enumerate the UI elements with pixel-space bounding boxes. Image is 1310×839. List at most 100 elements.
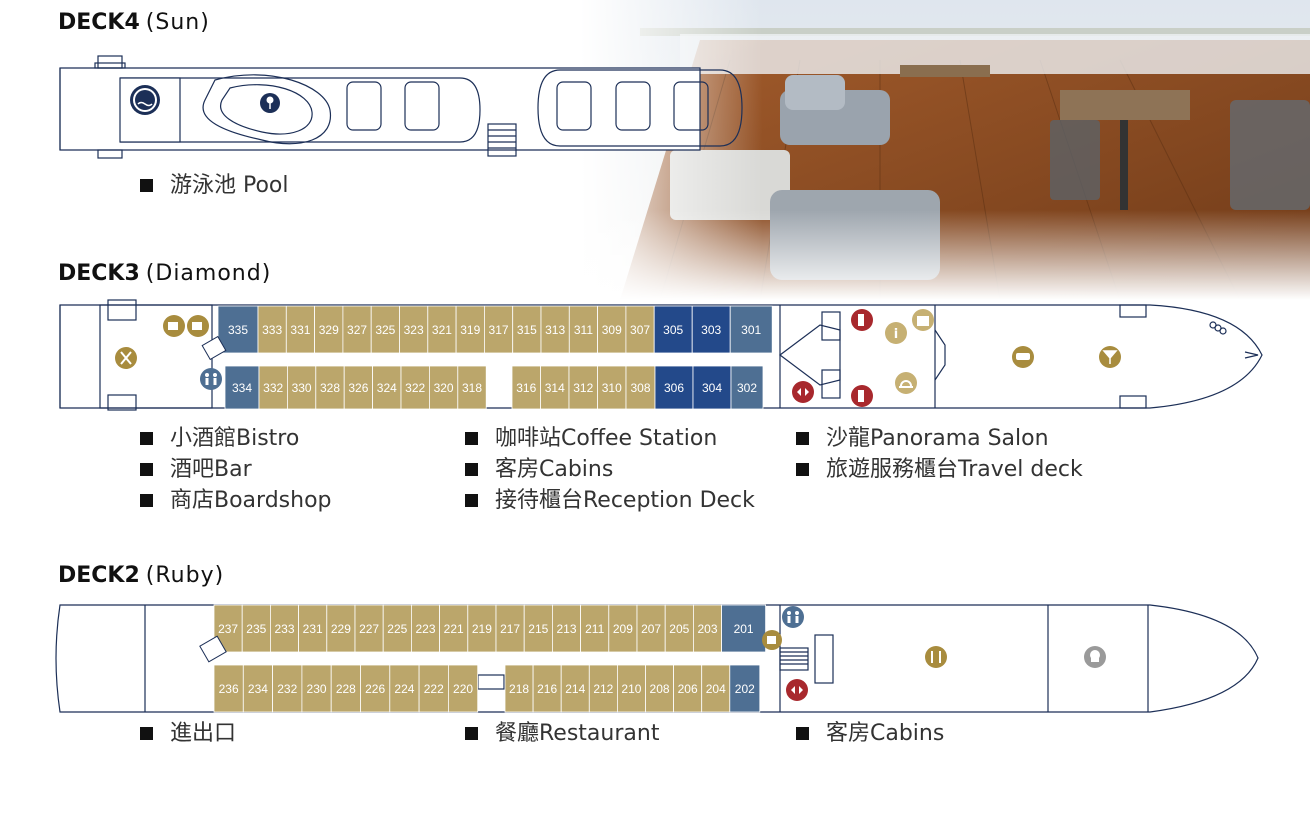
cabin-number: 319 (460, 323, 480, 337)
stairs-deck2 (199, 635, 227, 663)
cabin-cell (701, 664, 731, 713)
cabin-number: 305 (663, 323, 683, 337)
cabin-number: 207 (641, 622, 661, 636)
cabin-number: 215 (528, 622, 548, 636)
cabin-cell (608, 604, 638, 653)
legend-pool: 游泳池 Pool (170, 173, 289, 198)
legend-square (140, 727, 153, 740)
deck4-legend: 游泳池 Pool (140, 170, 289, 201)
cabin-cell (664, 604, 694, 653)
cabin-number: 203 (697, 622, 717, 636)
cabin-number: 331 (290, 323, 310, 337)
cabin-cell (285, 305, 315, 354)
svg-text:i: i (894, 327, 898, 342)
legend-item: 商店Boardshop (140, 485, 332, 516)
cabin-cell (625, 305, 655, 354)
cabin-number: 332 (263, 381, 283, 395)
cabin-number: 227 (359, 622, 379, 636)
exit-icon-top (851, 309, 873, 331)
cabin-number: 214 (565, 682, 585, 696)
cabin-cell (560, 664, 590, 713)
cabin-number: 212 (593, 682, 613, 696)
cabin-cell (653, 305, 693, 354)
cabin-number: 318 (462, 381, 482, 395)
cabin-number: 225 (387, 622, 407, 636)
coffee-station-icon (187, 315, 209, 337)
legend-square (465, 432, 478, 445)
legend-entrance: 進出口 (170, 721, 237, 746)
deck2-code: DECK2 (58, 563, 140, 588)
cabin-number: 211 (585, 622, 604, 636)
cabin-cell (269, 604, 299, 653)
cabin-cell (552, 604, 582, 653)
elevator-icon-deck3 (792, 381, 814, 403)
deck3-legend-col3: 沙龍Panorama Salon 旅遊服務櫃台Travel deck (796, 423, 1083, 485)
cabin-number: 208 (650, 682, 670, 696)
cabin-cell (511, 365, 541, 410)
cabin-cell (354, 604, 384, 653)
cabin-number: 310 (602, 381, 622, 395)
legend-bar: 酒吧Bar (170, 457, 252, 482)
cabin-number: 328 (320, 381, 340, 395)
legend-item: 客房Cabins (465, 454, 755, 485)
cabin-cell (410, 604, 440, 653)
cabin-number: 230 (307, 682, 327, 696)
cabin-cell (691, 305, 731, 354)
legend-item: 酒吧Bar (140, 454, 332, 485)
cabin-number: 324 (377, 381, 397, 395)
deck3-name: (Diamond) (145, 261, 272, 286)
coffee-icon (163, 315, 185, 337)
legend-square (796, 727, 809, 740)
cabin-number: 226 (365, 682, 385, 696)
cabin-cell (372, 365, 402, 410)
pool-location-icon (260, 93, 280, 113)
cabin-number: 316 (516, 381, 536, 395)
legend-restaurant: 餐廳Restaurant (495, 721, 660, 746)
cabin-number: 229 (331, 622, 351, 636)
cabin-number: 321 (432, 323, 452, 337)
cabin-cell (447, 664, 479, 713)
legend-cabins: 客房Cabins (495, 457, 614, 482)
cabin-number: 311 (574, 323, 593, 337)
deck3-legend-col2: 咖啡站Coffee Station 客房Cabins 接待櫃台Reception… (465, 423, 755, 516)
cabin-cell (455, 305, 485, 354)
cabin-number: 330 (292, 381, 312, 395)
cabin-cell (673, 664, 703, 713)
deck2-name: (Ruby) (145, 563, 225, 588)
cabin-number: 221 (444, 622, 464, 636)
pool-icon (130, 85, 160, 115)
cabin-cell (427, 305, 457, 354)
restroom-icon-deck2 (782, 606, 804, 628)
cabin-number: 202 (735, 682, 755, 696)
legend-item: 接待櫃台Reception Deck (465, 485, 755, 516)
cabin-cell (400, 365, 430, 410)
cabin-number: 216 (537, 682, 557, 696)
cabin-cell (315, 365, 345, 410)
cabin-cell (343, 365, 374, 410)
deck3-code: DECK3 (58, 261, 140, 286)
cabin-number: 325 (375, 323, 395, 337)
cabin-number: 327 (347, 323, 367, 337)
deck4-code: DECK4 (58, 10, 140, 35)
cabin-cell (467, 604, 497, 653)
cabin-number: 213 (556, 622, 576, 636)
elevator-icon-deck2 (786, 679, 808, 701)
cabin-number: 210 (621, 682, 641, 696)
legend-reception: 接待櫃台Reception Deck (495, 488, 755, 513)
cabin-cell (360, 664, 391, 713)
cabin-number: 322 (405, 381, 425, 395)
cabin-number: 217 (500, 622, 520, 636)
cabin-number: 218 (509, 682, 529, 696)
legend-square (796, 432, 809, 445)
deck4-name: (Sun) (145, 10, 210, 35)
deck3-title: DECK3(Diamond) (58, 259, 271, 287)
legend-bistro: 小酒館Bistro (170, 426, 300, 451)
legend-item: 游泳池 Pool (140, 170, 289, 201)
cabin-number: 222 (424, 682, 444, 696)
cabin-number: 228 (336, 682, 356, 696)
sun-deck-photo (580, 0, 1310, 300)
cabin-cell (314, 305, 344, 354)
